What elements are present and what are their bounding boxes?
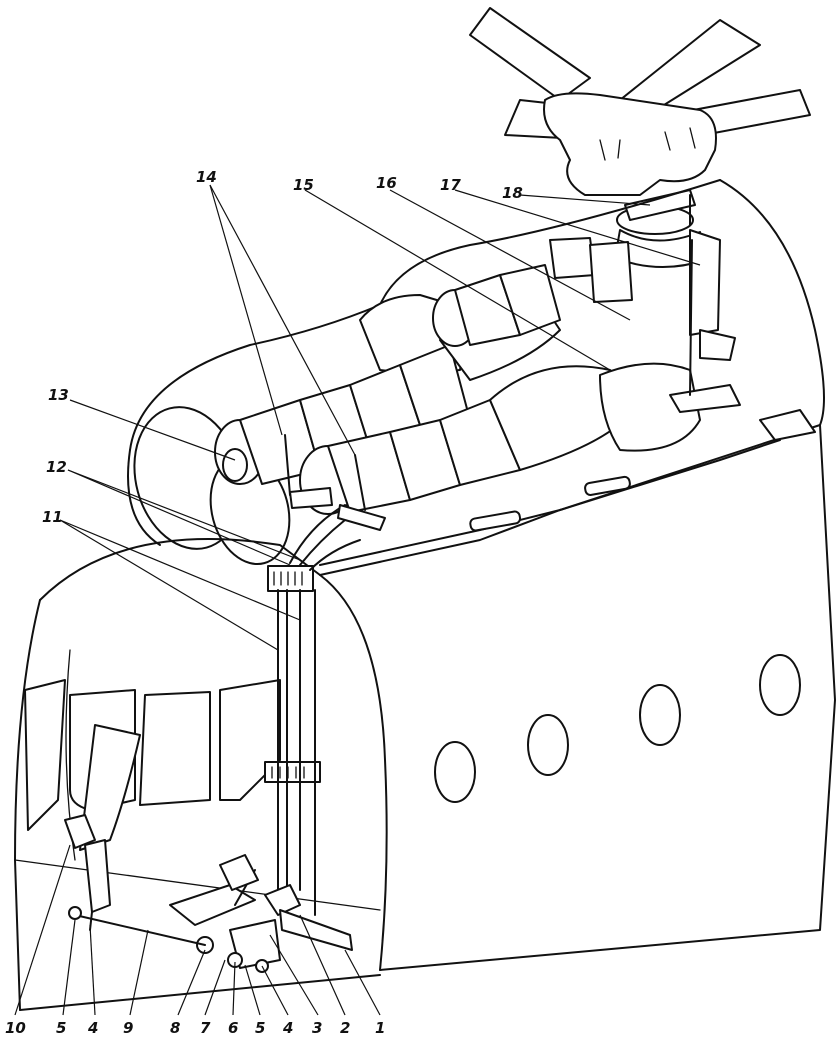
- callout-8: 8: [170, 1019, 180, 1037]
- fuselage: [14, 179, 836, 1011]
- callout-7: 7: [200, 1019, 211, 1037]
- callout-12: 12: [46, 458, 67, 476]
- callout-17: 17: [440, 176, 461, 194]
- engine-lower: [299, 362, 701, 515]
- callout-18: 18: [502, 184, 523, 202]
- callout-16: 16: [376, 174, 397, 192]
- control-rods: [264, 504, 361, 916]
- callout-13: 13: [48, 386, 69, 404]
- callout-1: 1: [375, 1019, 385, 1037]
- callout-5-left: 5: [56, 1019, 66, 1037]
- engine-rear: [432, 264, 561, 347]
- callout-6: 6: [228, 1019, 238, 1037]
- callout-labels: 14 15 16 17 18 13 12 11 10 5 4 9 8 7 6 5…: [5, 168, 523, 1037]
- leader-lines: [14, 184, 701, 1016]
- callout-15: 15: [293, 176, 314, 194]
- swashplate-assembly: [614, 189, 706, 268]
- callout-9: 9: [123, 1019, 133, 1037]
- callout-5: 5: [255, 1019, 265, 1037]
- callout-14: 14: [196, 168, 217, 186]
- cockpit-windows: [24, 679, 281, 851]
- main-gearbox: [549, 229, 736, 361]
- callout-11: 11: [42, 508, 63, 526]
- cabin-windows: [434, 654, 801, 803]
- callout-10: 10: [5, 1019, 26, 1037]
- callout-4-left: 4: [87, 1019, 98, 1037]
- callout-2: 2: [340, 1019, 350, 1037]
- longitudinal-rod: [319, 239, 816, 566]
- main-rotor-hub: [469, 7, 811, 196]
- engine-levers: [284, 434, 386, 531]
- callout-3: 3: [312, 1019, 322, 1037]
- callout-4: 4: [282, 1019, 293, 1037]
